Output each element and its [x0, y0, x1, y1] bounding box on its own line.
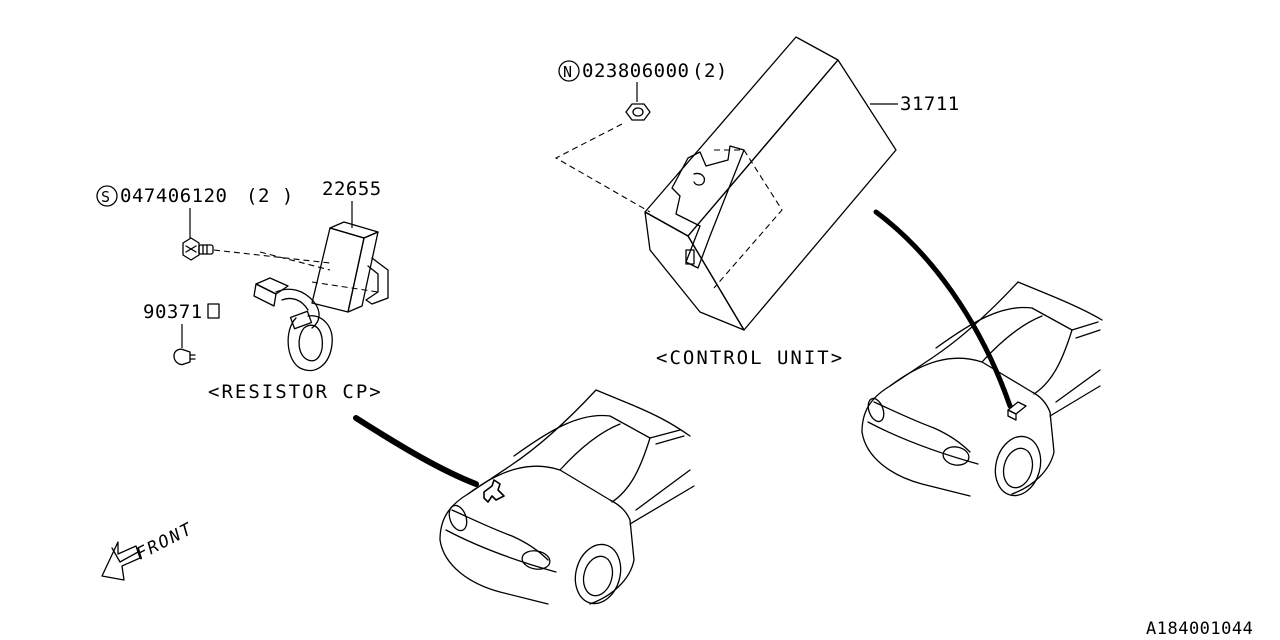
- control-unit-icon: [644, 36, 897, 331]
- nut-icon: [625, 103, 651, 121]
- figure-id: A184001044: [1146, 619, 1253, 639]
- resistor-part-number: 22655: [322, 178, 382, 200]
- resistor-icon: [253, 221, 389, 372]
- nut-symbol-circle: [558, 60, 580, 82]
- nut-quantity: (2): [692, 60, 728, 82]
- nut-part-number: 023806000: [582, 60, 689, 82]
- car-icon: [439, 389, 695, 605]
- bolt-symbol: S: [101, 188, 111, 206]
- front-label: FRONT: [133, 519, 197, 565]
- car-icon-right: [861, 281, 1103, 497]
- nut-symbol: N: [563, 63, 573, 81]
- bolt-part-number: 047406120: [120, 185, 227, 207]
- bolt-icon: [182, 237, 214, 261]
- resistor-group: S 047406120 (2 ) 22655: [96, 178, 479, 487]
- control-unit-location-pointer: [873, 209, 1013, 409]
- resistor-location-pointer: [353, 415, 479, 487]
- bolt-quantity: (2 ): [246, 185, 294, 207]
- control-unit-callout[interactable]: 31711: [870, 93, 960, 115]
- front-arrow-icon: [101, 541, 141, 581]
- control-unit-group: N 023806000 (2) 31711 <: [554, 36, 1013, 409]
- clip-icon: [173, 348, 196, 366]
- bolt-callout[interactable]: S 047406120 (2 ): [96, 185, 294, 238]
- control-unit-part-number: 31711: [900, 93, 960, 115]
- clip-part-number: 90371: [143, 301, 203, 323]
- clip-callout[interactable]: 90371: [143, 301, 220, 348]
- nut-callout[interactable]: N 023806000 (2): [558, 60, 728, 102]
- resistor-cp-caption: <RESISTOR CP>: [208, 381, 383, 403]
- control-unit-caption: <CONTROL UNIT>: [656, 347, 844, 369]
- resistor-callout[interactable]: 22655: [322, 178, 382, 228]
- bolt-symbol-circle: [96, 185, 118, 207]
- clip-part-box-suffix: [207, 303, 220, 319]
